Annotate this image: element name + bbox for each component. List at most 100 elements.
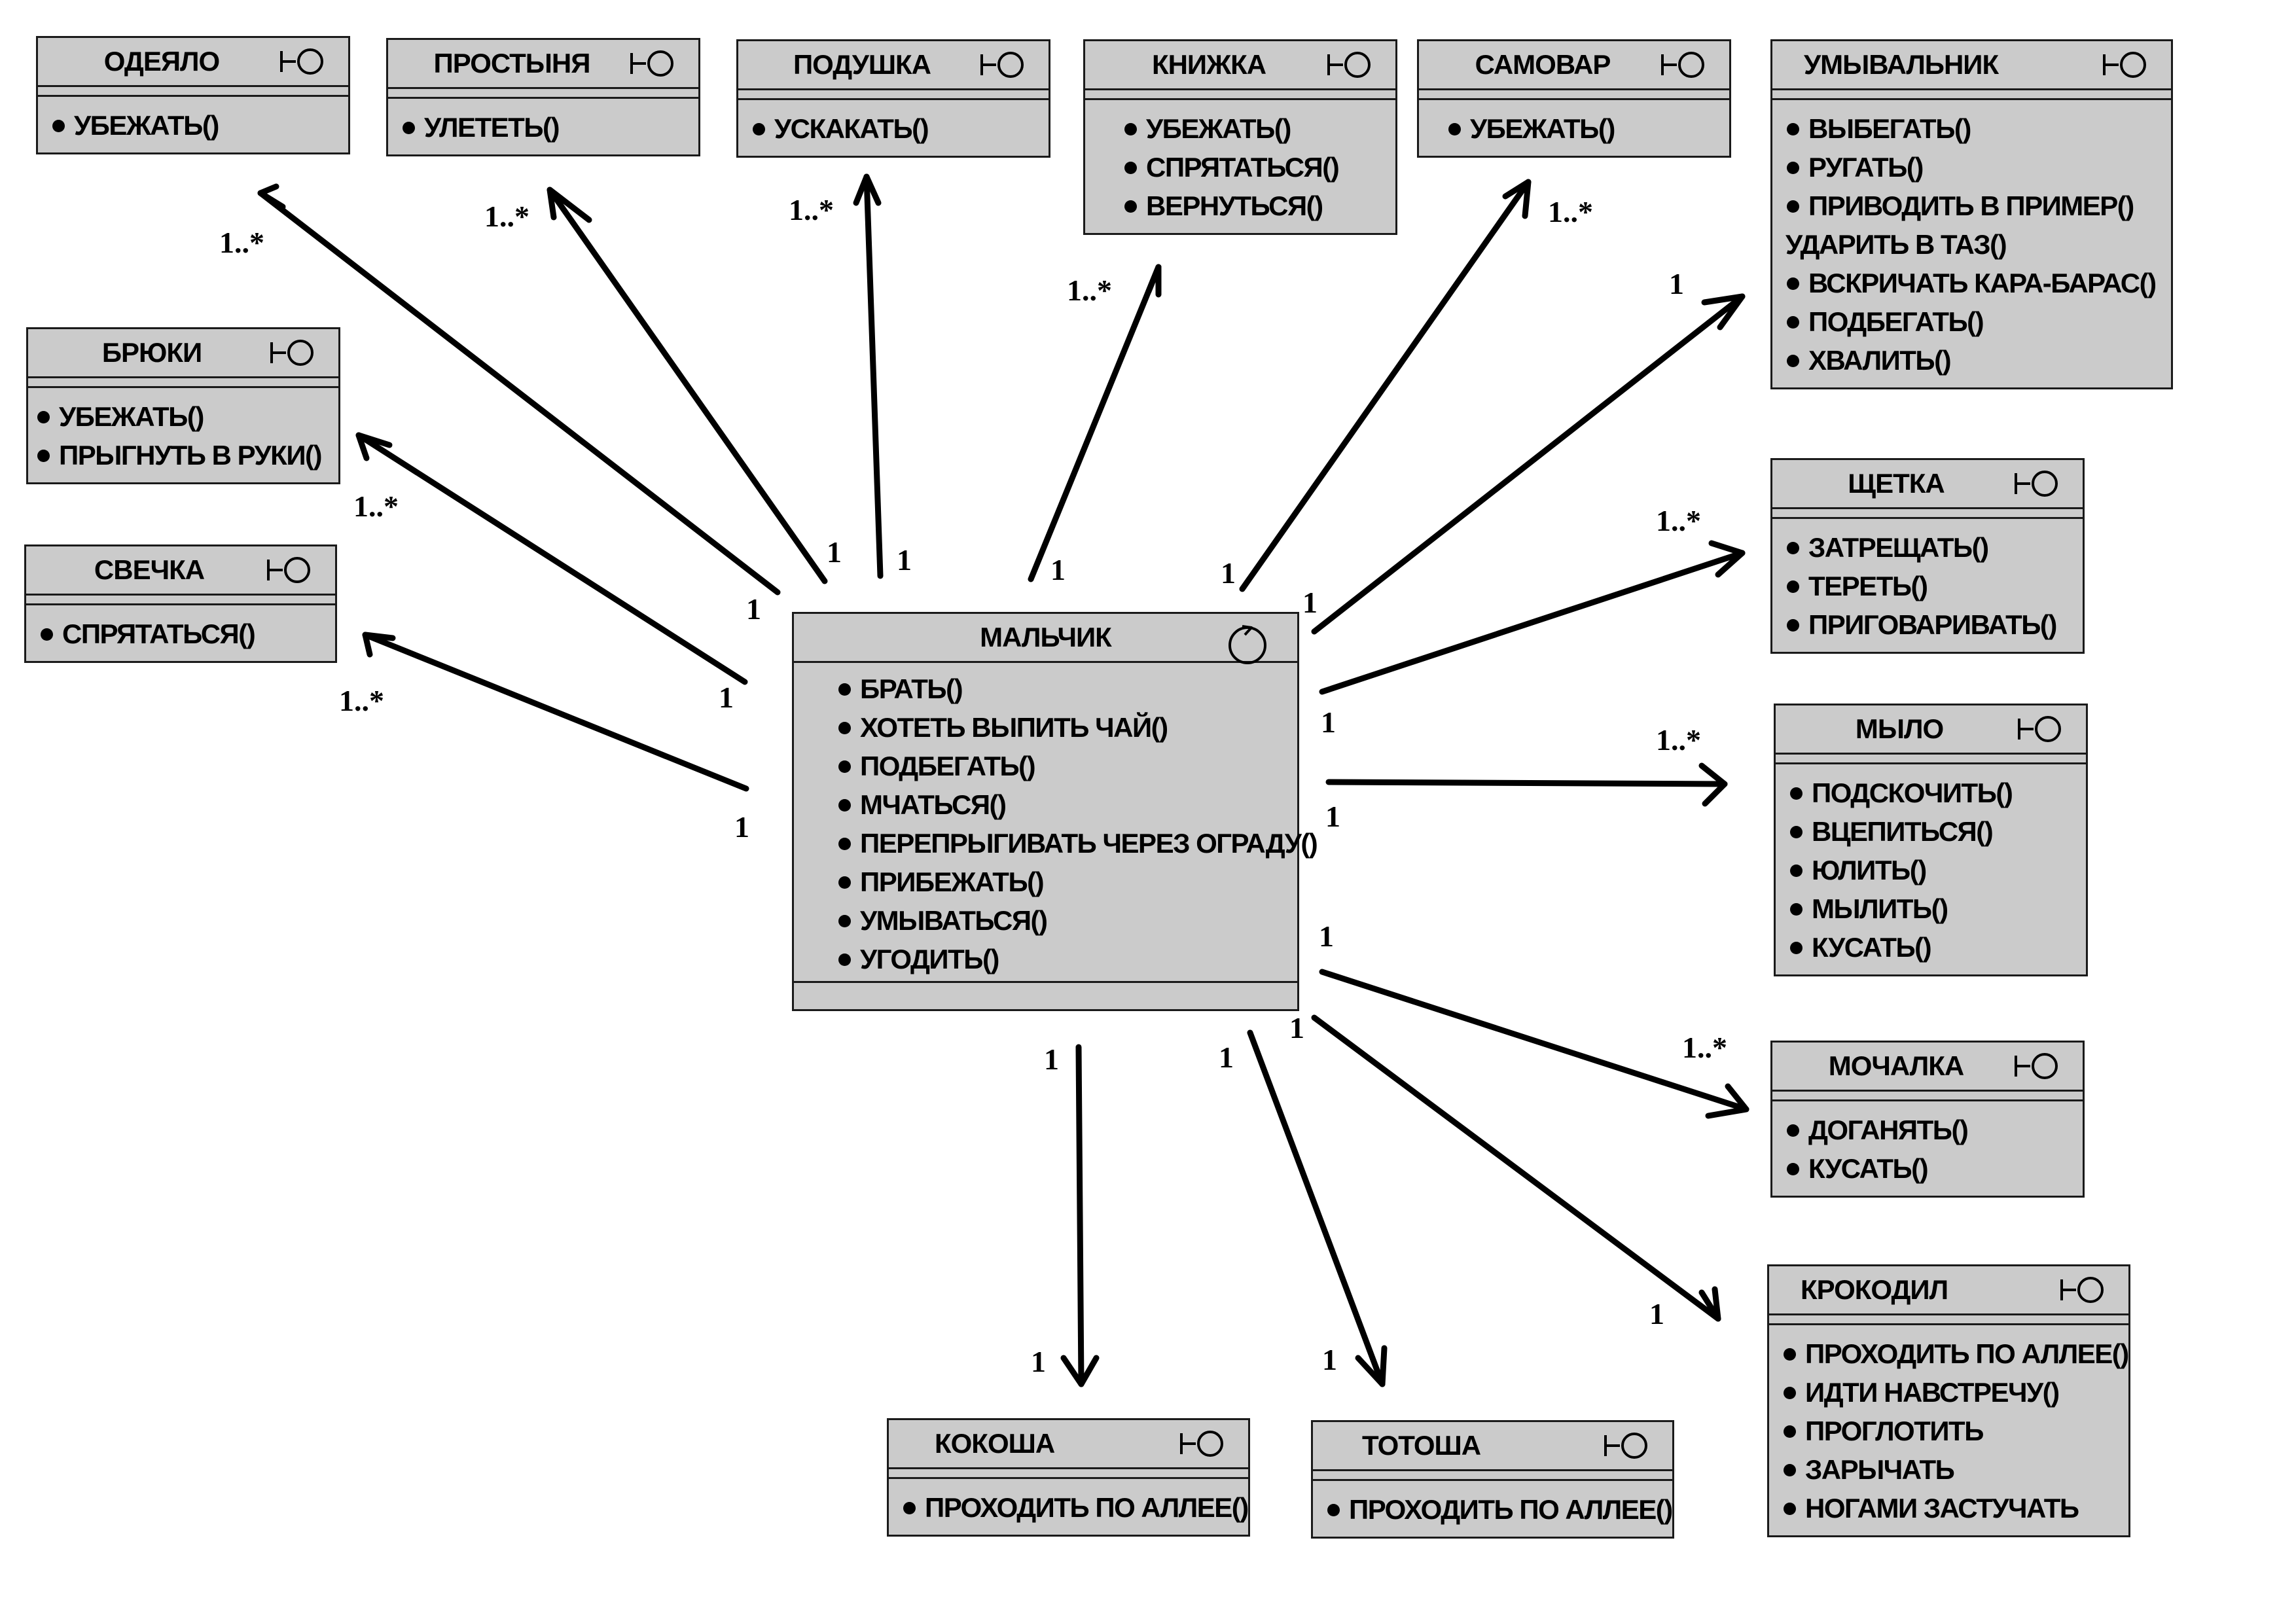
class-header: ТОТОША: [1313, 1422, 1672, 1471]
class-name: ТОТОША: [1362, 1430, 1481, 1461]
attribute-compartment: [1772, 509, 2083, 519]
operation-list: УСКАКАТЬ(): [738, 100, 1049, 156]
multiplicity-label: 1..*: [353, 490, 399, 523]
operation-list: УБЕЖАТЬ(): [38, 97, 348, 152]
class-name: УМЫВАЛЬНИК: [1804, 49, 1999, 80]
association-umyvalnik: [1311, 293, 1746, 635]
operation: ПЕРЕПРЫГИВАТЬ ЧЕРЕЗ ОГРАДУ(): [838, 824, 1318, 863]
attribute-compartment: [1419, 90, 1729, 100]
operation: ПОДСКОЧИТЬ(): [1790, 774, 2081, 812]
operation: МЧАТЬСЯ(): [838, 785, 1292, 824]
operation: ВЕРНУТЬСЯ(): [1124, 187, 1390, 225]
class-prostynya[interactable]: ПРОСТЫНЯ УЛЕТЕТЬ(): [386, 38, 700, 156]
operation: ПОДБЕГАТЬ(): [1787, 302, 2166, 341]
class-header: МАЛЬЧИК: [794, 614, 1297, 664]
class-header: КОКОША: [889, 1420, 1248, 1469]
operation-list: СПРЯТАТЬСЯ(): [26, 605, 335, 661]
operation: ВСКРИЧАТЬ КАРА-БАРАС(): [1787, 264, 2166, 302]
operation: РУГАТЬ(): [1787, 148, 2166, 187]
association-shchetka: [1319, 540, 1746, 695]
multiplicity-label: 1..*: [789, 193, 834, 226]
multiplicity-label: 1: [719, 681, 734, 714]
class-umyvalnik[interactable]: УМЫВАЛЬНИК ВЫБЕГАТЬ() РУГАТЬ() ПРИВОДИТЬ…: [1770, 39, 2173, 389]
entity-icon: [267, 557, 310, 583]
association-podushka: [853, 173, 884, 579]
class-odeyalo[interactable]: ОДЕЯЛО УБЕЖАТЬ(): [36, 36, 350, 154]
entity-icon: [980, 52, 1024, 78]
association-kokosha: [1060, 1044, 1100, 1387]
class-header: САМОВАР: [1419, 41, 1729, 90]
multiplicity-label: 1: [1044, 1043, 1059, 1076]
association-bryuki: [355, 432, 748, 685]
multiplicity-label: 1: [1669, 267, 1684, 300]
class-totosha[interactable]: ТОТОША ПРОХОДИТЬ ПО АЛЛЕЕ(): [1311, 1420, 1674, 1539]
attribute-compartment: [738, 90, 1049, 100]
attribute-compartment: [1085, 90, 1395, 100]
class-name: СВЕЧКА: [94, 554, 205, 585]
operation: ПРИВОДИТЬ В ПРИМЕР(): [1787, 187, 2166, 225]
multiplicity-label: 1..*: [1067, 274, 1112, 307]
operation-list: УЛЕТЕТЬ(): [388, 99, 698, 154]
association-krokodil: [1311, 1014, 1721, 1322]
class-header: ОДЕЯЛО: [38, 38, 348, 87]
operation-list: УБЕЖАТЬ() СПРЯТАТЬСЯ() ВЕРНУТЬСЯ(): [1085, 100, 1395, 233]
attribute-compartment: [1772, 90, 2171, 100]
class-name: ПРОСТЫНЯ: [433, 48, 591, 79]
class-podushka[interactable]: ПОДУШКА УСКАКАТЬ(): [736, 39, 1050, 158]
operation-list: ПРОХОДИТЬ ПО АЛЛЕЕ(): [1313, 1481, 1673, 1537]
class-name: САМОВАР: [1475, 49, 1611, 80]
operation-list: УБЕЖАТЬ() ПРЫГНУТЬ В РУКИ(): [28, 388, 338, 482]
operation: ПРИГОВАРИВАТЬ(): [1787, 605, 2077, 644]
multiplicity-label: 1: [734, 810, 749, 844]
entity-icon: [270, 340, 314, 366]
operation: ПРОХОДИТЬ ПО АЛЛЕЕ(): [903, 1488, 1249, 1527]
operation: ВЫБЕГАТЬ(): [1787, 109, 2166, 148]
multiplicity-label: 1..*: [1656, 723, 1701, 757]
operation: УБЕЖАТЬ(): [52, 106, 343, 145]
class-kokosha[interactable]: КОКОША ПРОХОДИТЬ ПО АЛЛЕЕ(): [887, 1418, 1250, 1537]
multiplicity-label: 1: [1649, 1297, 1664, 1330]
attribute-compartment: [1313, 1471, 1672, 1481]
operation-list: ЗАТРЕЩАТЬ() ТЕРЕТЬ() ПРИГОВАРИВАТЬ(): [1772, 519, 2083, 652]
class-header: МОЧАЛКА: [1772, 1043, 2083, 1092]
multiplicity-label: 1..*: [1548, 195, 1593, 228]
operation: ЮЛИТЬ(): [1790, 851, 2081, 889]
operation: УМЫВАТЬСЯ(): [838, 901, 1292, 940]
operation-list: БРАТЬ() ХОТЕТЬ ВЫПИТЬ ЧАЙ() ПОДБЕГАТЬ() …: [794, 663, 1318, 986]
multiplicity-label: 1: [1321, 705, 1336, 739]
class-name: МОЧАЛКА: [1828, 1050, 1964, 1081]
class-mylo[interactable]: МЫЛО ПОДСКОЧИТЬ() ВЦЕПИТЬСЯ() ЮЛИТЬ() МЫ…: [1774, 704, 2088, 976]
multiplicity-label: 1: [1221, 556, 1236, 590]
operation-list: УБЕЖАТЬ(): [1419, 100, 1729, 156]
operation-list: ДОГАНЯТЬ() КУСАТЬ(): [1772, 1101, 2083, 1196]
operation: ДОГАНЯТЬ(): [1787, 1111, 2077, 1149]
operation: ЗАРЫЧАТЬ: [1784, 1450, 2123, 1489]
entity-icon: [2018, 716, 2061, 742]
operation: КУСАТЬ(): [1790, 928, 2081, 967]
class-svechka[interactable]: СВЕЧКА СПРЯТАТЬСЯ(): [24, 544, 337, 663]
class-name: КРОКОДИЛ: [1801, 1274, 1948, 1305]
class-mochalka[interactable]: МОЧАЛКА ДОГАНЯТЬ() КУСАТЬ(): [1770, 1041, 2085, 1198]
operation: ПОДБЕГАТЬ(): [838, 747, 1292, 785]
operation: ИДТИ НАВСТРЕЧУ(): [1784, 1373, 2123, 1412]
operation-list: ПРОХОДИТЬ ПО АЛЛЕЕ(): [889, 1479, 1249, 1535]
operation: УБЕЖАТЬ(): [37, 397, 333, 436]
operation: ПРОГЛОТИТЬ: [1784, 1412, 2123, 1450]
class-bryuki[interactable]: БРЮКИ УБЕЖАТЬ() ПРЫГНУТЬ В РУКИ(): [26, 327, 340, 484]
operation: УЛЕТЕТЬ(): [403, 108, 693, 147]
association-mylo: [1325, 762, 1728, 807]
attribute-compartment: [1769, 1315, 2128, 1325]
class-samovar[interactable]: САМОВАР УБЕЖАТЬ(): [1417, 39, 1731, 158]
operation-list: ПОДСКОЧИТЬ() ВЦЕПИТЬСЯ() ЮЛИТЬ() МЫЛИТЬ(…: [1776, 764, 2086, 974]
class-name: БРЮКИ: [101, 337, 202, 368]
multiplicity-label: 1..*: [1682, 1031, 1727, 1064]
class-knizhka[interactable]: КНИЖКА УБЕЖАТЬ() СПРЯТАТЬСЯ() ВЕРНУТЬСЯ(…: [1083, 39, 1397, 235]
operation: УБЕЖАТЬ(): [1124, 109, 1390, 148]
class-malchik[interactable]: МАЛЬЧИК БРАТЬ() ХОТЕТЬ ВЫПИТЬ ЧАЙ() ПОДБ…: [792, 612, 1318, 1011]
class-shchetka[interactable]: ЩЕТКА ЗАТРЕЩАТЬ() ТЕРЕТЬ() ПРИГОВАРИВАТЬ…: [1770, 458, 2085, 654]
multiplicity-label: 1: [1289, 1011, 1304, 1044]
class-krokodil[interactable]: КРОКОДИЛ ПРОХОДИТЬ ПО АЛЛЕЕ() ИДТИ НАВСТ…: [1767, 1264, 2130, 1537]
multiplicity-label: 1: [827, 535, 842, 569]
multiplicity-label: 1: [1325, 800, 1340, 833]
class-header: ПРОСТЫНЯ: [388, 40, 698, 89]
